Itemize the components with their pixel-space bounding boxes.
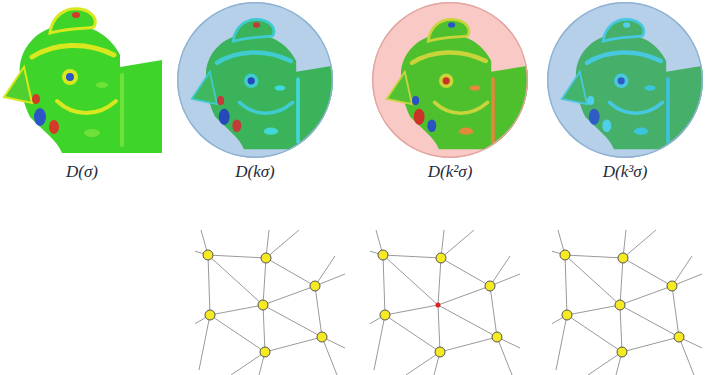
circle-outline	[547, 2, 703, 190]
scale-circle-2	[372, 2, 529, 158]
scale-circle: D(kσ)	[177, 2, 333, 190]
circle-outline	[372, 2, 528, 190]
scale-circle-3	[547, 2, 704, 158]
scale-label: D(k²σ)	[428, 162, 473, 182]
circle-outline	[177, 2, 333, 190]
chicken-image	[4, 9, 162, 153]
mesh-panel-2	[366, 230, 520, 375]
scale-label: D(σ)	[66, 162, 98, 182]
mesh-panel-3	[548, 230, 702, 375]
scale-circle: D(k²σ)	[372, 2, 528, 190]
circle-border	[178, 3, 333, 158]
circle-border	[373, 3, 528, 158]
scale-label: D(kσ)	[235, 162, 275, 182]
circle-border	[548, 3, 703, 158]
mesh-panel-1	[191, 230, 345, 375]
scale-circle: D(k³σ)	[547, 2, 703, 190]
scale-label: D(k³σ)	[603, 162, 648, 182]
scale-circle-1	[177, 2, 334, 158]
